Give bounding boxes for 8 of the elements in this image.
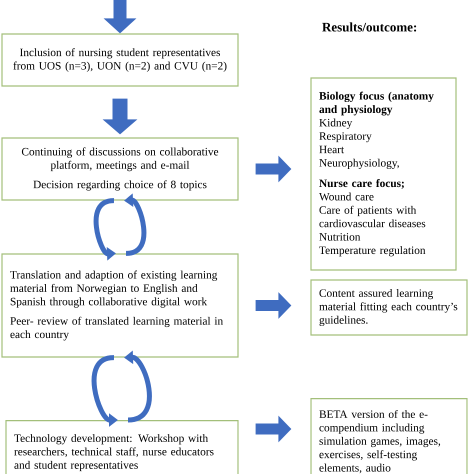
process-box: Translation and adaption of existing learning material from Norwegian to English and Spanish through collaborative digital work Peer- review of translated learning material in each country: [1, 253, 239, 358]
process-box: Continuing of discussions on collaborative platform, meetings and e-mail Decision regarding choice of 8 topics: [1, 137, 239, 201]
heading: Results/outcome:: [322, 22, 416, 32]
result-box: BETA version of the e-compendium including simulation games, images, exercises, self-testing elements, audio: [310, 398, 468, 474]
process-box: Technology development: Workshop with researchers, technical staff, nurse educators and student representatives: [5, 420, 239, 474]
result-box: Biology focus (anatomy and physiology Kidney Respiratory Heart Neurophysiology, Nurse care focus; Wound care Care of patients with cardiovascular diseases Nutrition Temperature regulation: [310, 77, 457, 271]
process-box: Inclusion of nursing student representatives from UOS (n=3), UON (n=2) and CVU (n=2): [1, 33, 239, 87]
result-box: Content assured learning material fitting each country’s guidelines.: [310, 279, 468, 336]
